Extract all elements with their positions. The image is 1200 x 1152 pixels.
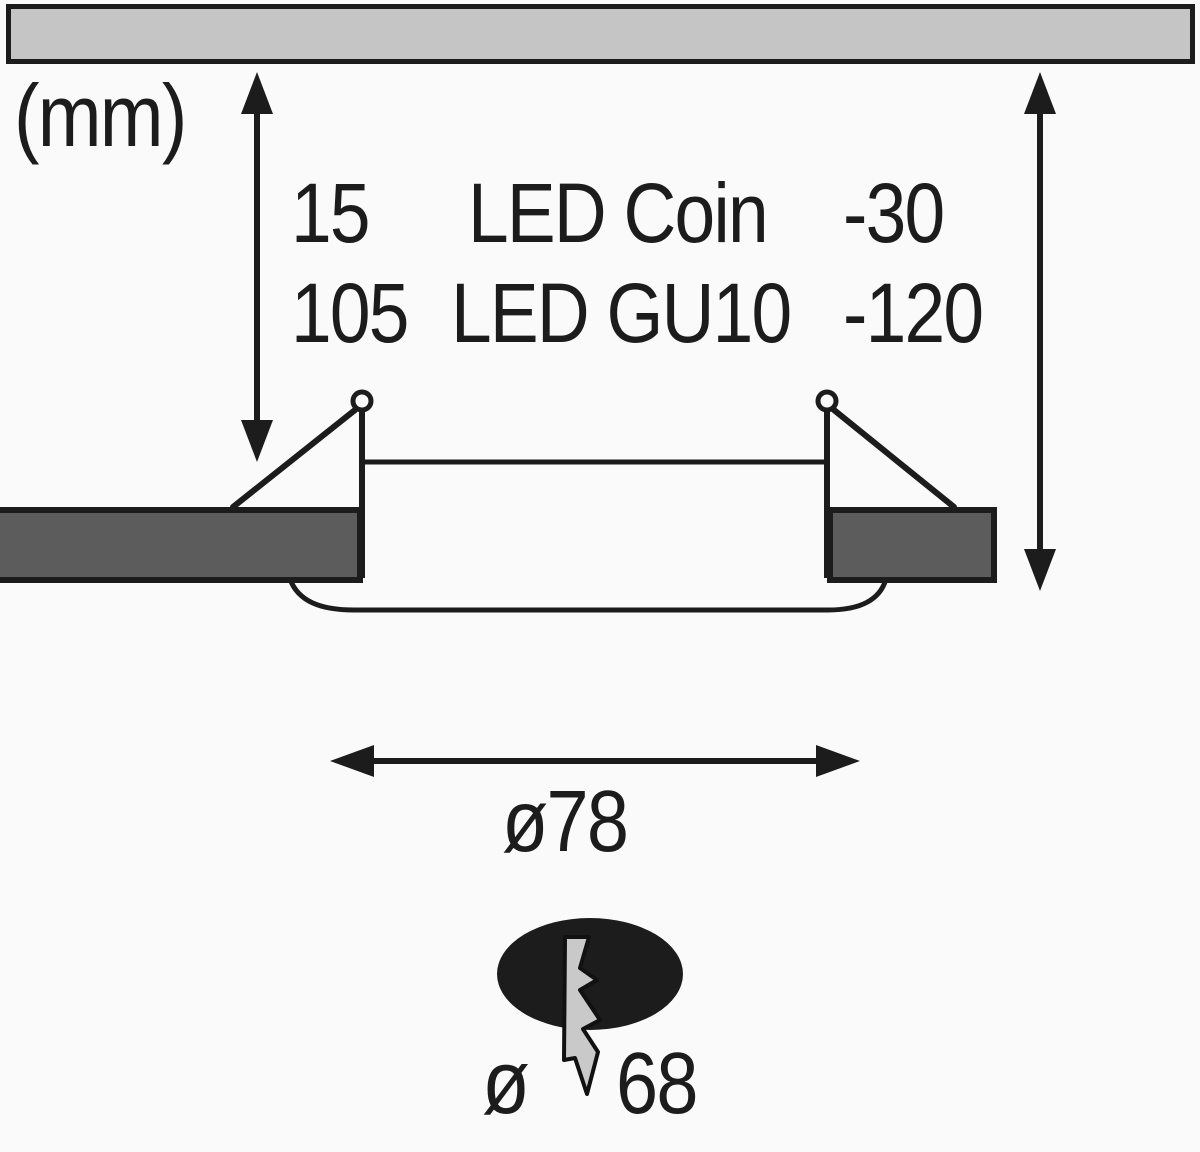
model-led-gu10: LED GU10: [451, 266, 792, 360]
unit-label: (mm): [14, 66, 187, 165]
arrow-up-icon: [241, 72, 273, 114]
electric-bolt-icon: [562, 935, 602, 1096]
spring-clip-left: [230, 389, 374, 510]
arrow-up-icon: [1024, 72, 1056, 114]
spring-clip-right: [815, 389, 957, 510]
ceiling-block-left: [0, 507, 363, 583]
arrow-down-icon: [1024, 549, 1056, 591]
arrow-down-icon: [241, 420, 273, 462]
cutout-width-dimension-arrow: [330, 745, 860, 777]
max-depth-dimension-arrow: [1024, 72, 1056, 591]
depth-max-gu10: -120: [843, 266, 984, 360]
arrow-left-icon: [330, 745, 374, 777]
luminaire-housing: [359, 408, 830, 578]
model-led-coin: LED Coin: [468, 166, 769, 260]
ceiling-block-right: [827, 507, 997, 583]
luminaire-trim: [287, 578, 889, 613]
depth-min-coin: 15: [291, 166, 371, 260]
hole-diameter-value: 68: [616, 1035, 698, 1132]
depth-min-gu10: 105: [291, 266, 409, 360]
arrow-right-icon: [816, 745, 860, 777]
cutout-diameter-label: ø78: [502, 773, 629, 870]
diameter-symbol: ø: [482, 1033, 530, 1133]
depth-max-coin: -30: [843, 166, 945, 260]
ceiling-panel-top: [6, 4, 1195, 64]
min-depth-dimension-arrow: [241, 72, 273, 462]
